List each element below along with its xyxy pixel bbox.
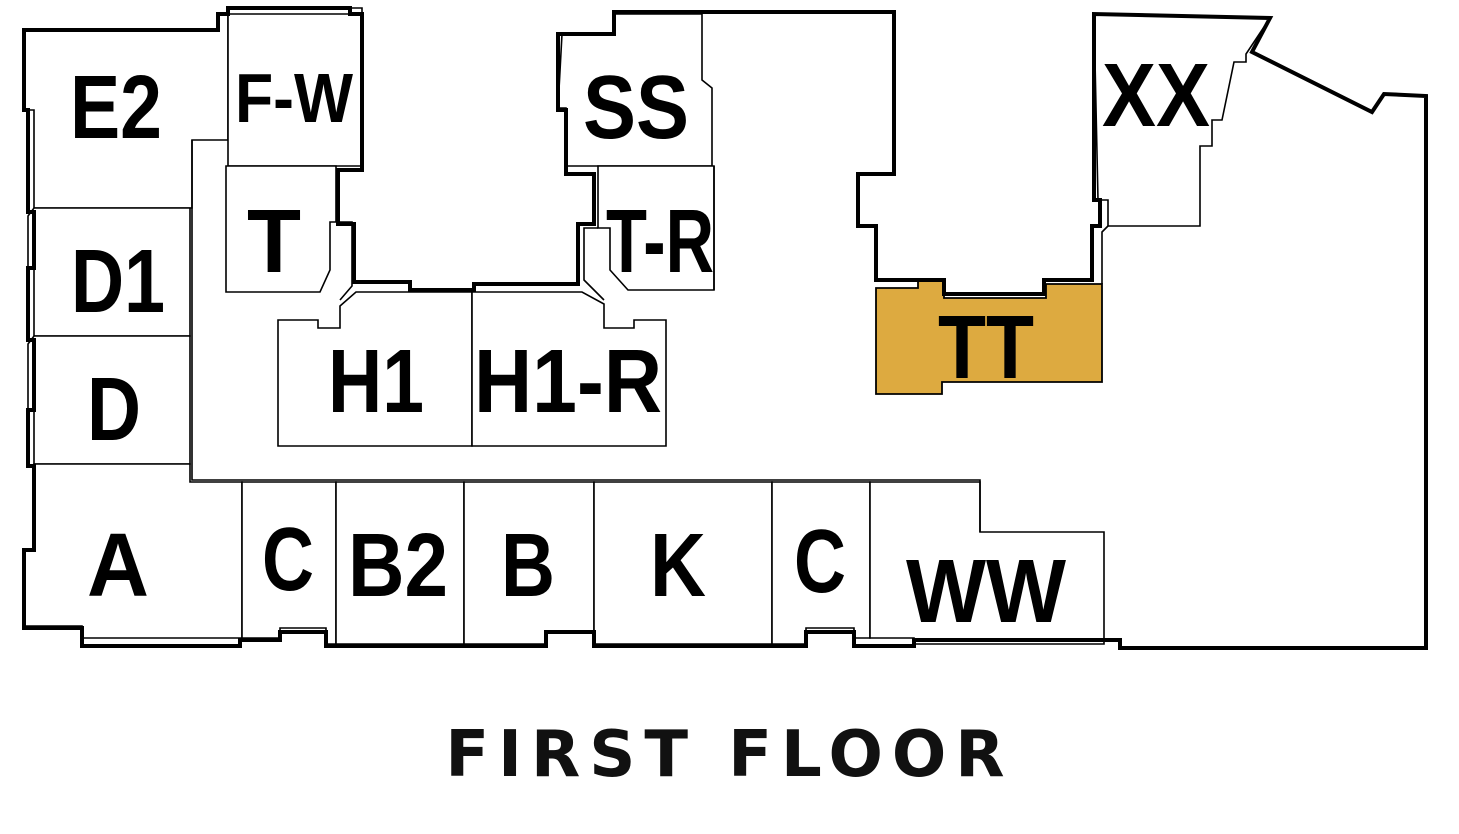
unit-label-tt: TT [938,298,1034,398]
unit-label-f-w: F-W [235,59,353,137]
unit-label-k: K [650,516,706,616]
unit-d-shape[interactable] [27,335,191,465]
floor-title: FIRST FLOOR [445,718,1014,792]
unit-label-a: A [87,516,149,616]
unit-label-h1: H1 [328,332,424,432]
unit-label-h1-r: H1-R [474,332,662,432]
unit-label-b2: B2 [348,516,448,616]
unit-label-d1: D1 [71,232,165,332]
unit-label-ww: WW [906,542,1066,642]
unit-h1-shape[interactable] [277,291,473,447]
unit-labels: E2 F-W SS XX T T-R D1 TT H1 H1-R D A C B… [70,46,1210,642]
unit-xx-shape[interactable] [1093,13,1272,227]
unit-d1-shape[interactable] [27,207,191,337]
unit-label-xx: XX [1102,46,1210,146]
building-outline [22,6,1428,650]
unit-label-c-1: C [262,510,314,610]
corridor-lines [191,140,1109,532]
unit-h1-r-shape[interactable] [471,291,667,447]
unit-shapes [23,7,1272,645]
unit-label-t: T [247,192,301,292]
unit-label-ss: SS [583,58,689,158]
unit-label-b: B [501,516,555,616]
unit-label-c-2: C [794,512,846,612]
unit-label-d: D [87,360,141,460]
unit-label-e2: E2 [70,58,162,158]
unit-label-t-r: T-R [606,192,714,292]
